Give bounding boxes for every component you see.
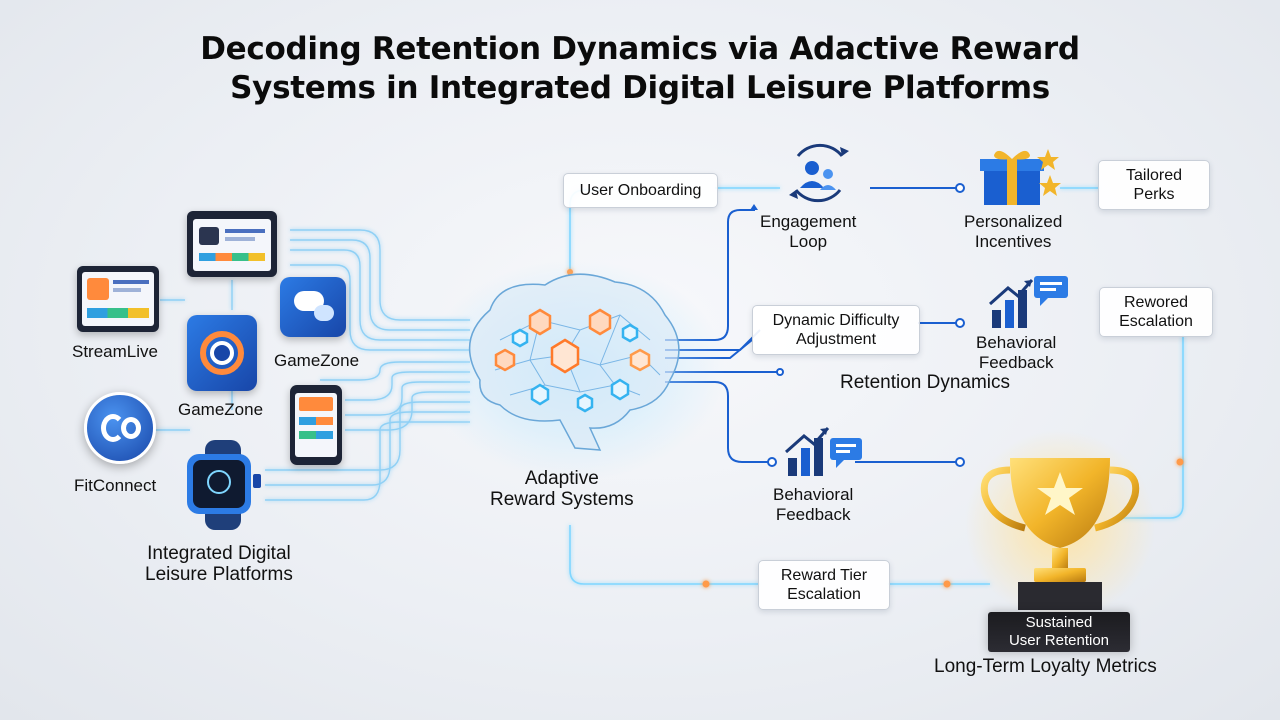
adaptive-reward-systems-label: Adaptive Reward Systems xyxy=(490,468,634,510)
sustained-retention-plate: Sustained User Retention xyxy=(988,612,1130,652)
dynamic-difficulty-box: Dynamic Difficulty Adjustment xyxy=(752,305,920,355)
diagram-title: Decoding Retention Dynamics via Adactive… xyxy=(0,30,1280,108)
behavioral-feedback-top-label: Behavioral Feedback xyxy=(976,333,1057,372)
personalized-incentives-label: Personalized Incentives xyxy=(964,212,1063,251)
growth-chart-icon xyxy=(989,276,1068,328)
tablet-icon xyxy=(77,266,159,332)
fitconnect-label: FitConnect xyxy=(74,476,157,495)
tailored-perks-box: Tailored Perks xyxy=(1098,160,1210,210)
cycle-users-icon xyxy=(789,143,849,203)
growth-chart-icon xyxy=(785,427,862,476)
brain-network-icon xyxy=(425,260,725,480)
gamezone-label-right: GameZone xyxy=(274,351,360,370)
fitconnect-logo-icon xyxy=(84,392,156,464)
retention-dynamics-label: Retention Dynamics xyxy=(840,372,1011,393)
title-line-2: Systems in Integrated Digital Leisure Pl… xyxy=(230,70,1050,106)
reward-tier-escalation-box: Reward Tier Escalation xyxy=(758,560,890,610)
rewored-escalation-box: Rewored Escalation xyxy=(1099,287,1213,337)
phone-icon xyxy=(290,385,342,465)
integrated-platforms-label: Integrated Digital Leisure Platforms xyxy=(145,543,293,585)
tablet-icon xyxy=(187,211,277,277)
gift-star-icon xyxy=(980,149,1061,205)
loyalty-metrics-label: Long-Term Loyalty Metrics xyxy=(934,656,1157,677)
trophy-icon xyxy=(965,430,1155,620)
engagement-loop-label: Engagement Loop xyxy=(760,212,857,251)
gamezone-label-left: GameZone xyxy=(178,400,264,419)
user-onboarding-box: User Onboarding xyxy=(563,173,718,208)
left-wire-bundle xyxy=(155,229,470,501)
gamezone-app-icon xyxy=(187,315,257,391)
smartwatch-icon xyxy=(183,440,265,530)
title-line-1: Decoding Retention Dynamics via Adactive… xyxy=(200,31,1080,67)
behavioral-feedback-bottom-label: Behavioral Feedback xyxy=(773,485,854,524)
chat-bubble-icon xyxy=(280,277,346,337)
streamlive-label: StreamLive xyxy=(72,342,158,361)
